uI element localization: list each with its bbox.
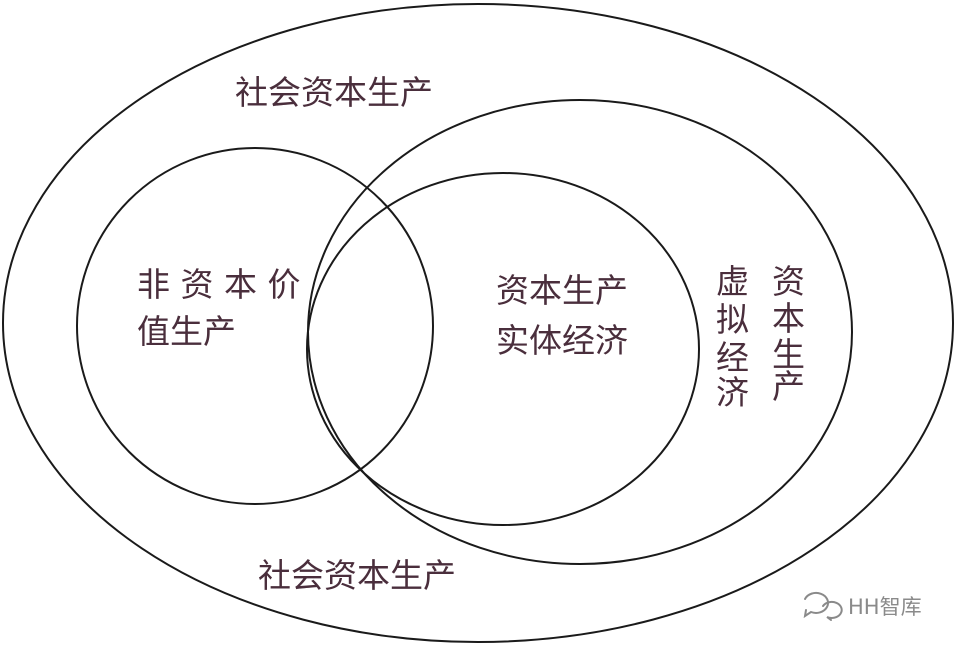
left-circle-label-line2: 值生产 xyxy=(137,312,236,351)
watermark-text: HH智库 xyxy=(848,595,922,619)
left-circle-label-line1: 非 资 本 价 xyxy=(137,265,300,304)
outer-top-label: 社会资本生产 xyxy=(235,73,433,112)
capital-production-char-4: 产 xyxy=(772,367,805,406)
virtual-economy-char-1: 虚 xyxy=(716,262,749,301)
outer-bottom-label: 社会资本生产 xyxy=(258,556,456,595)
capital-production-char-1: 资 xyxy=(772,262,805,301)
center-circle-label-line1: 资本生产 xyxy=(496,271,628,310)
capital-production-char-2: 本 xyxy=(772,299,805,338)
capital-production-char-3: 生 xyxy=(772,335,805,374)
non-capital-value-circle xyxy=(76,147,434,505)
virtual-economy-char-2: 拟 xyxy=(716,300,749,339)
wechat-logo-icon xyxy=(803,591,843,621)
center-circle-label-line2: 实体经济 xyxy=(496,321,628,360)
real-economy-circle xyxy=(306,172,700,526)
virtual-economy-char-3: 经 xyxy=(716,338,749,377)
virtual-economy-char-4: 济 xyxy=(716,373,749,412)
outer-ellipse-social-capital-production xyxy=(2,3,954,643)
